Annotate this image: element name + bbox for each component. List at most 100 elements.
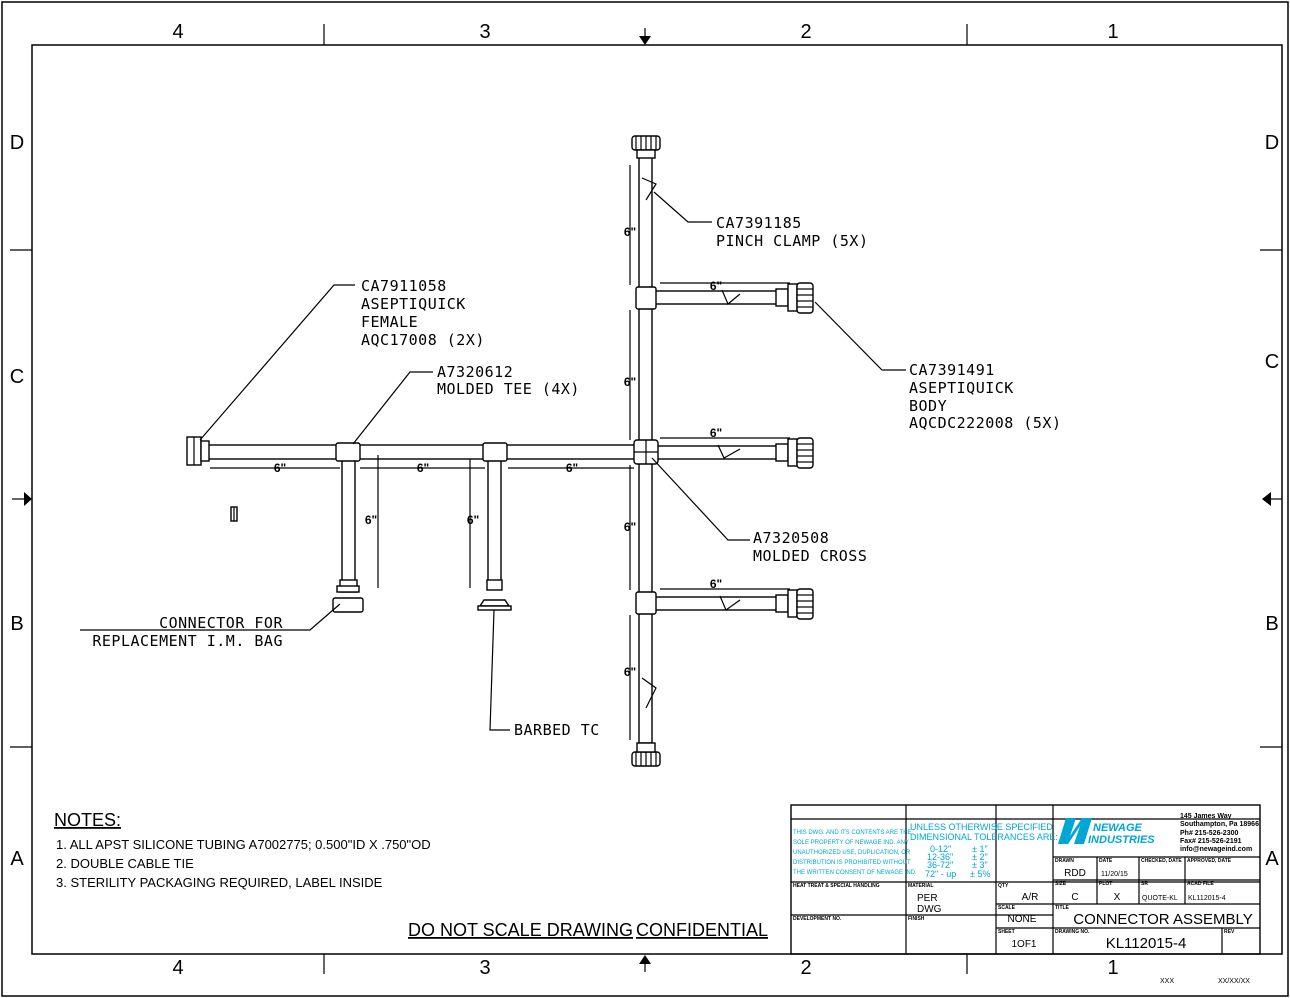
barbed-tc bbox=[477, 579, 512, 611]
svg-text:SHEET: SHEET bbox=[998, 929, 1015, 935]
confidential: CONFIDENTIAL bbox=[636, 920, 768, 940]
svg-text:X: X bbox=[1114, 892, 1121, 903]
title-block: THIS DWG. AND ITS CONTENTS ARE THE SOLE … bbox=[790, 804, 1261, 985]
svg-text:6": 6" bbox=[417, 461, 429, 475]
svg-text:THIS DWG. AND ITS CONTENTS ARE: THIS DWG. AND ITS CONTENTS ARE THE bbox=[793, 830, 912, 836]
zone-dividers bbox=[10, 24, 1282, 974]
zone-right-a: A bbox=[1265, 848, 1279, 870]
zone-bottom-3: 3 bbox=[479, 957, 490, 979]
svg-text:INDUSTRIES: INDUSTRIES bbox=[1088, 834, 1155, 846]
zone-top-4: 4 bbox=[172, 21, 183, 43]
svg-text:KL112015-4: KL112015-4 bbox=[1188, 895, 1226, 902]
svg-text:145 James Way: 145 James Way bbox=[1180, 813, 1232, 820]
pinch-clamp-r1 bbox=[721, 289, 741, 305]
svg-text:BODY: BODY bbox=[909, 397, 947, 415]
note-2: 2. DOUBLE CABLE TIE bbox=[56, 856, 194, 871]
svg-text:6": 6" bbox=[365, 513, 377, 527]
svg-text:1OF1: 1OF1 bbox=[1011, 939, 1036, 950]
svg-text:36-72": 36-72" bbox=[927, 860, 953, 870]
callout-aseptiquick-body: CA7391491 ASEPTIQUICK BODY AQCDC222008 (… bbox=[909, 361, 1062, 432]
svg-text:± 1": ± 1" bbox=[972, 844, 988, 854]
callout-pinch-clamp: CA7391185 PINCH CLAMP (5X) bbox=[716, 214, 868, 250]
svg-text:AQCDC222008 (5X): AQCDC222008 (5X) bbox=[909, 414, 1062, 432]
svg-text:NONE: NONE bbox=[1008, 914, 1037, 925]
callout-aseptiquick-female: CA7911058 ASEPTIQUICK FEMALE AQC17008 (2… bbox=[361, 277, 485, 349]
aseptiquick-right-2 bbox=[775, 437, 814, 469]
svg-text:QTY: QTY bbox=[998, 883, 1009, 889]
svg-text:6": 6" bbox=[467, 513, 479, 527]
pinch-clamp-top bbox=[641, 177, 657, 201]
svg-text:SIZE: SIZE bbox=[1055, 881, 1067, 887]
svg-text:QUOTE-KL: QUOTE-KL bbox=[1142, 895, 1178, 902]
svg-text:0-12": 0-12" bbox=[930, 844, 951, 854]
leader-lines bbox=[80, 191, 906, 731]
svg-text:A7320508: A7320508 bbox=[753, 529, 829, 547]
svg-text:REV: REV bbox=[1224, 929, 1235, 935]
zone-right-c: C bbox=[1265, 351, 1279, 373]
svg-text:APPROVED, DATE: APPROVED, DATE bbox=[1187, 858, 1232, 864]
svg-text:12-36": 12-36" bbox=[927, 852, 953, 862]
zone-bottom-4: 4 bbox=[172, 957, 183, 979]
svg-text:MOLDED TEE (4X): MOLDED TEE (4X) bbox=[437, 380, 580, 398]
svg-text:ASEPTIQUICK: ASEPTIQUICK bbox=[361, 295, 466, 313]
svg-text:CHECKED, DATE: CHECKED, DATE bbox=[1141, 858, 1182, 864]
svg-text:6": 6" bbox=[624, 375, 636, 389]
svg-text:6": 6" bbox=[710, 577, 722, 591]
svg-text:DATE: DATE bbox=[1099, 858, 1113, 864]
drop-tube-bag bbox=[341, 458, 356, 582]
pinch-clamp-bottom bbox=[641, 677, 657, 709]
zone-left-d: D bbox=[10, 132, 24, 154]
svg-text:SR: SR bbox=[1141, 881, 1148, 887]
svg-text:± 3": ± 3" bbox=[972, 860, 988, 870]
callout-bag-connector: CONNECTOR FOR REPLACEMENT I.M. BAG bbox=[92, 614, 283, 650]
note-3: 3. STERILITY PACKAGING REQUIRED, LABEL I… bbox=[56, 875, 383, 890]
svg-text:XXX: XXX bbox=[1160, 978, 1174, 985]
inner-frame bbox=[31, 44, 1283, 955]
svg-text:PLOT: PLOT bbox=[1099, 881, 1112, 887]
center-markers bbox=[12, 28, 1282, 972]
svg-text:FINISH: FINISH bbox=[908, 916, 925, 922]
do-not-scale: DO NOT SCALE DRAWING bbox=[408, 920, 633, 940]
svg-text:DIMENSIONAL TOLERANCES ARE:: DIMENSIONAL TOLERANCES ARE: bbox=[910, 832, 1058, 842]
aseptiquick-bottom bbox=[631, 742, 661, 767]
svg-text:REPLACEMENT I.M. BAG: REPLACEMENT I.M. BAG bbox=[92, 632, 283, 650]
svg-text:DEVELOPMENT NO.: DEVELOPMENT NO. bbox=[793, 916, 842, 922]
svg-text:6": 6" bbox=[566, 461, 578, 475]
pinch-clamp-r2 bbox=[717, 444, 741, 459]
svg-text:MATERIAL: MATERIAL bbox=[908, 883, 933, 889]
branch-tube-3 bbox=[651, 596, 779, 611]
aseptiquick-right-3 bbox=[775, 588, 814, 620]
svg-text:± 2": ± 2" bbox=[972, 852, 988, 862]
svg-text:6": 6" bbox=[624, 520, 636, 534]
svg-text:MOLDED CROSS: MOLDED CROSS bbox=[753, 547, 867, 565]
main-horizontal-tube bbox=[207, 444, 641, 460]
svg-text:DWG: DWG bbox=[917, 904, 942, 915]
bag-connector bbox=[332, 579, 364, 613]
molded-tee-2 bbox=[482, 442, 508, 462]
zone-bottom-1: 1 bbox=[1107, 957, 1118, 979]
svg-text:6": 6" bbox=[710, 279, 722, 293]
svg-text:UNAUTHORIZED USE, DUPLICATION,: UNAUTHORIZED USE, DUPLICATION, OR bbox=[793, 850, 911, 856]
svg-text:ASEPTIQUICK: ASEPTIQUICK bbox=[909, 379, 1014, 397]
svg-text:DRAWING NO.: DRAWING NO. bbox=[1055, 929, 1090, 935]
svg-text:UNLESS OTHERWISE SPECIFIED: UNLESS OTHERWISE SPECIFIED bbox=[910, 822, 1053, 832]
svg-text:AQC17008 (2X): AQC17008 (2X) bbox=[361, 331, 485, 349]
svg-text:C: C bbox=[1071, 892, 1078, 903]
zone-right-d: D bbox=[1265, 132, 1279, 154]
aseptiquick-top bbox=[631, 135, 661, 159]
svg-text:TITLE: TITLE bbox=[1055, 905, 1070, 911]
molded-tee-3 bbox=[635, 286, 657, 310]
notes: NOTES: 1. ALL APST SILICONE TUBING A7002… bbox=[54, 810, 431, 890]
svg-text:Fax# 215-526-2191: Fax# 215-526-2191 bbox=[1180, 838, 1242, 845]
svg-text:ACAD FILE: ACAD FILE bbox=[1187, 881, 1214, 887]
newage-logo: NEWAGE INDUSTRIES bbox=[1058, 818, 1155, 846]
svg-text:FEMALE: FEMALE bbox=[361, 313, 418, 331]
zone-left-c: C bbox=[10, 366, 24, 388]
svg-text:6": 6" bbox=[710, 426, 722, 440]
callout-molded-tee: A7320612 MOLDED TEE (4X) bbox=[437, 363, 580, 398]
zone-bottom-2: 2 bbox=[800, 957, 811, 979]
svg-text:11/20/15: 11/20/15 bbox=[1101, 871, 1128, 878]
svg-text:CONNECTOR FOR: CONNECTOR FOR bbox=[159, 614, 283, 632]
